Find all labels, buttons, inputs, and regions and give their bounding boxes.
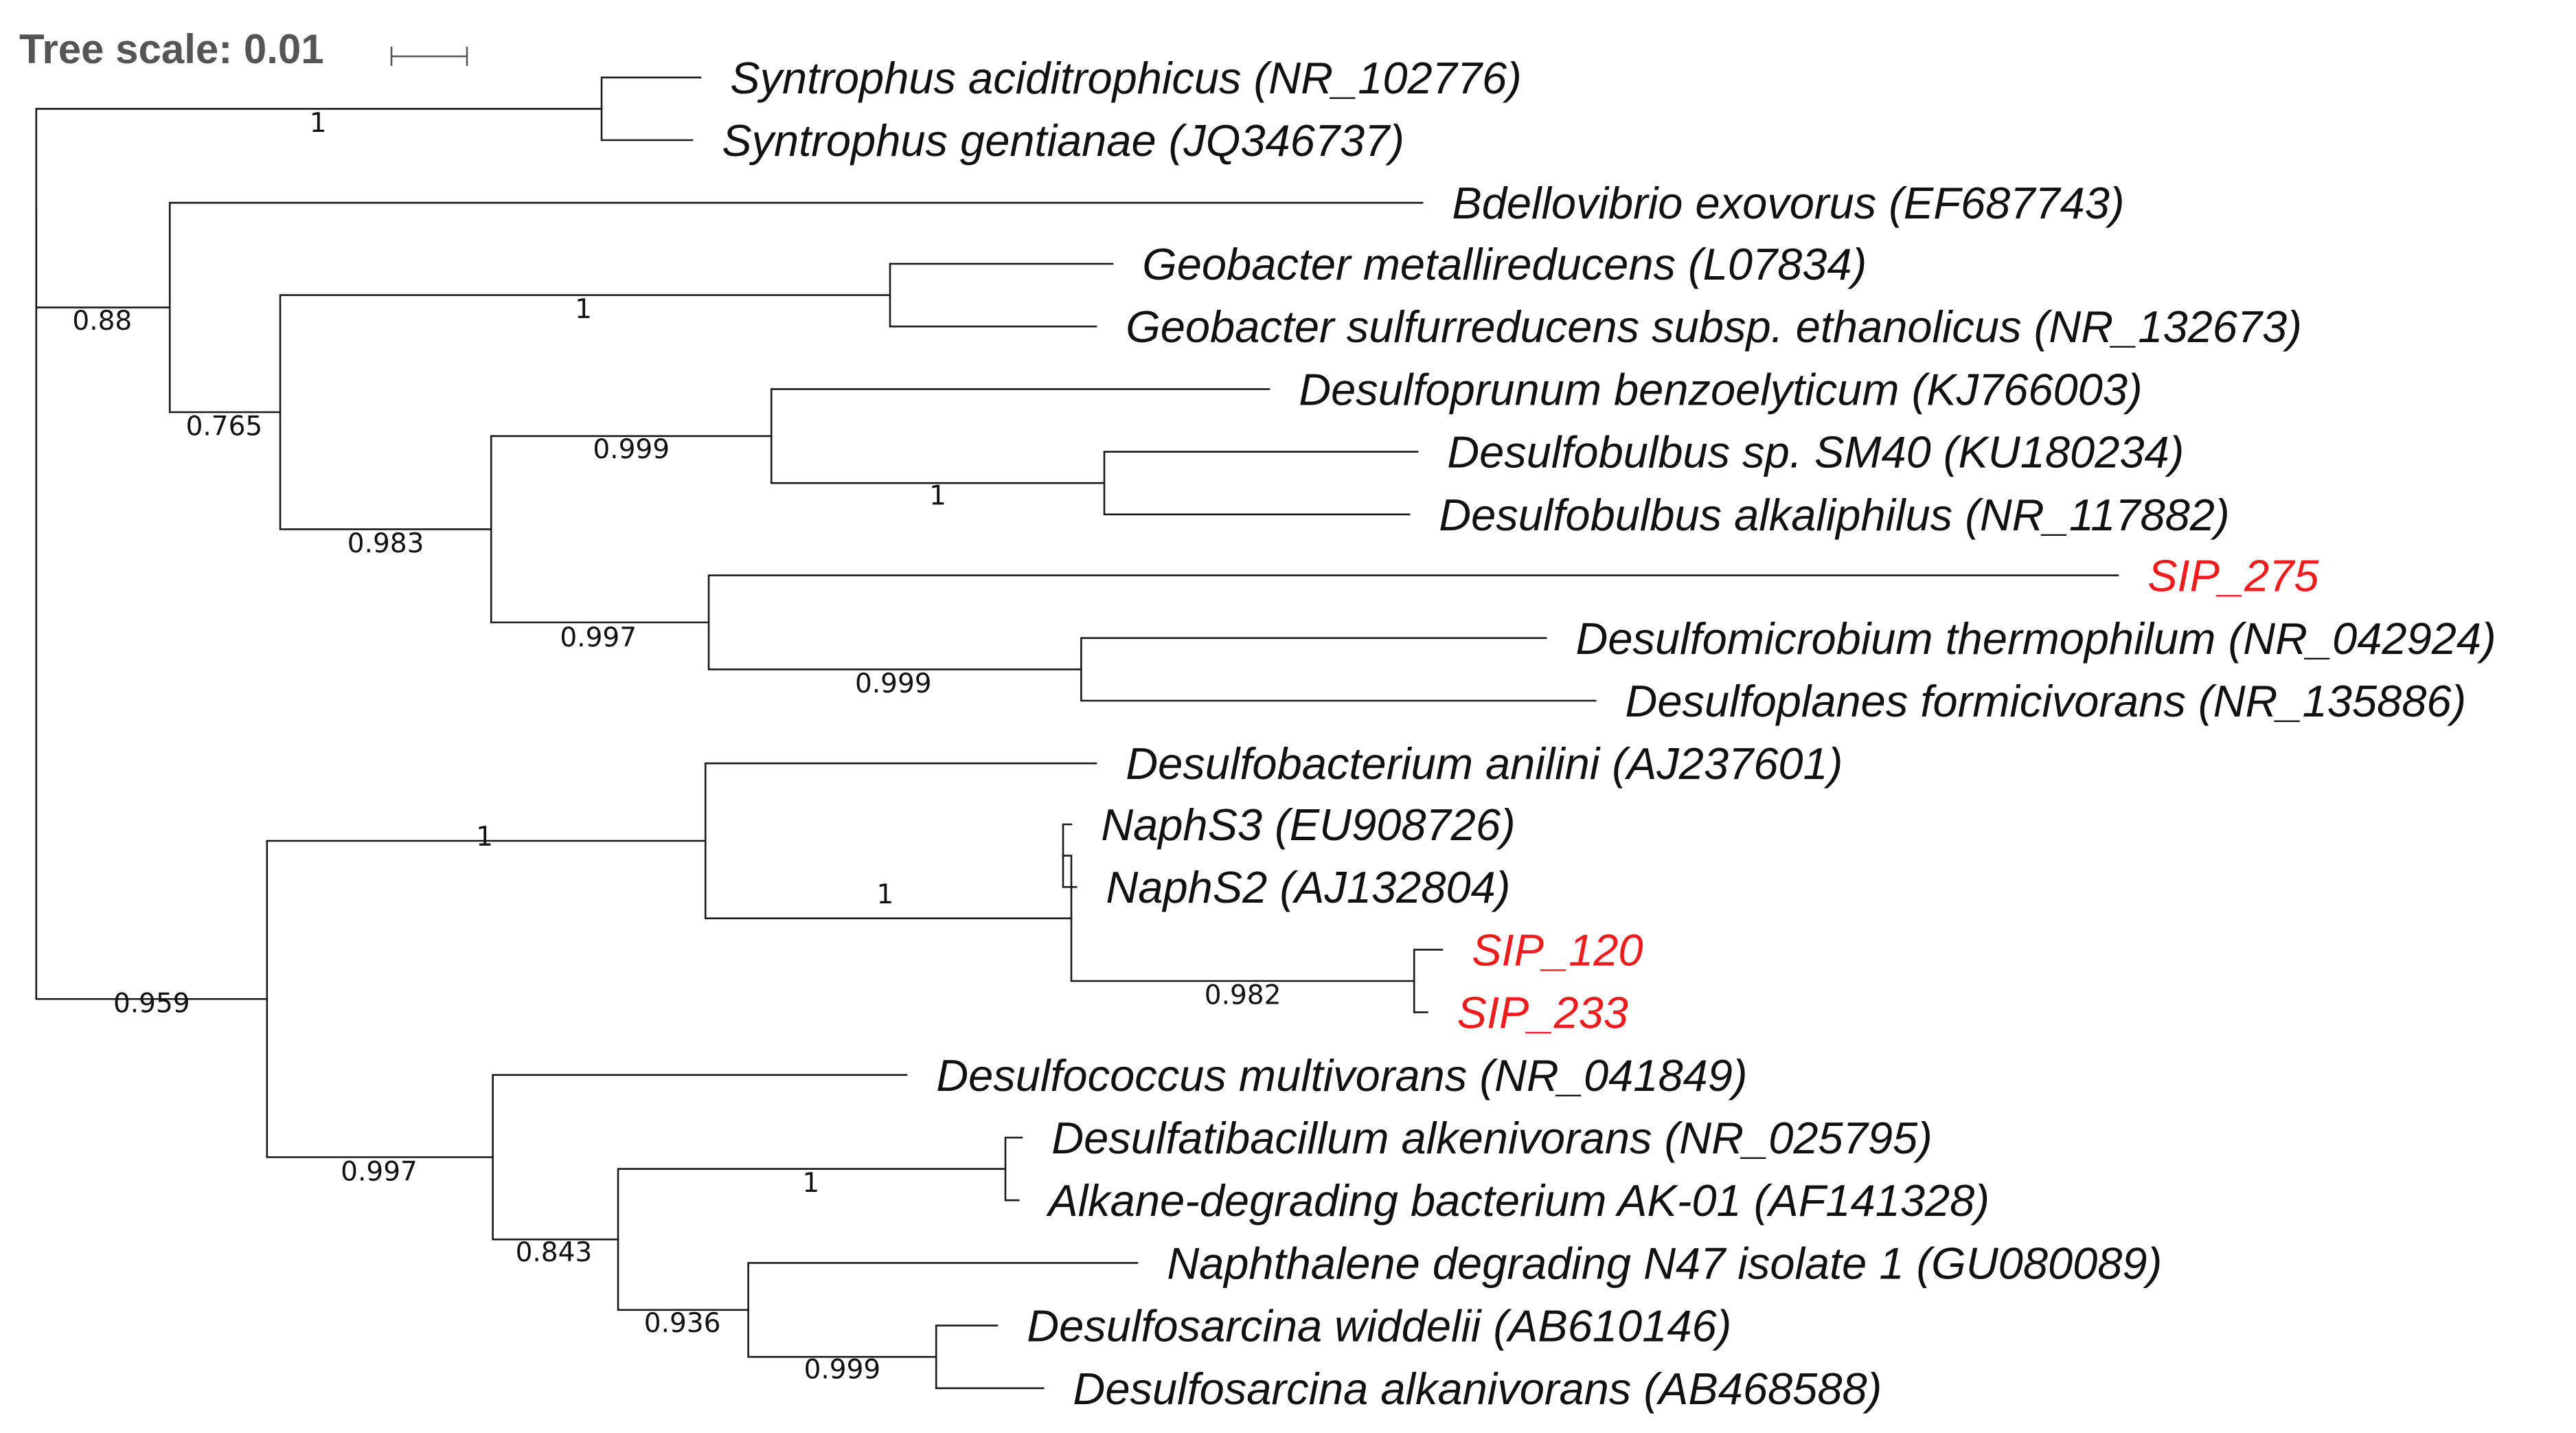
branch-n-root [35, 207, 269, 1000]
leaf-label: Desulfatibacillum alkenivorans (NR_02579… [1051, 1113, 1933, 1163]
leaf-label: Desulfomicrobium thermophilum (NR_042924… [1575, 613, 2496, 664]
branch-n-desulfomicro [1080, 637, 1597, 702]
leaf-label: SIP_120 [1472, 925, 1643, 975]
leaf-label: SIP_233 [1457, 988, 1628, 1038]
branch-n-desulfobact [704, 762, 1097, 920]
support-value: 0.983 [347, 528, 424, 559]
leaf-label: Desulfobulbus sp. SM40 (KU180234) [1447, 427, 2184, 477]
leaf-label: SIP_275 [2147, 551, 2319, 601]
branch-n-sip [1413, 949, 1444, 1013]
branch-n-deltaB [279, 294, 891, 530]
support-value: 0.843 [516, 1237, 593, 1268]
leaf-labels: Syntrophus aciditrophicus (NR_102776) Syn… [722, 53, 2496, 1414]
leaf-label: NaphS3 (EU908726) [1101, 800, 1515, 850]
support-value: 0.88 [72, 306, 132, 337]
support-value: 0.999 [855, 668, 932, 699]
support-value: 1 [802, 1168, 819, 1199]
leaf-label: Syntrophus aciditrophicus (NR_102776) [730, 53, 1522, 103]
support-value: 1 [310, 108, 327, 139]
leaf-label: NaphS2 (AJ132804) [1106, 862, 1510, 912]
branch-n-desulfococcus [492, 1074, 908, 1241]
leaf-label: Desulfobulbus alkaliphilus (NR_117882) [1439, 490, 2229, 540]
branch-n-syntrophus [600, 76, 702, 142]
support-value: 1 [575, 294, 592, 325]
branch-n-geobacter [889, 262, 1114, 328]
support-value: 0.982 [1205, 980, 1281, 1011]
leaf-label: Desulfoplanes formicivorans (NR_135886) [1625, 676, 2466, 726]
support-value: 0.997 [341, 1156, 418, 1187]
branch-n-bottom [266, 839, 707, 1158]
leaf-label: Naphthalene degrading N47 isolate 1 (GU0… [1167, 1238, 2162, 1288]
support-value: 0.999 [804, 1354, 881, 1385]
tree-scale: Tree scale: 0.01 [19, 26, 468, 72]
leaf-label: Alkane-degrading bacterium AK-01 (AF1413… [1045, 1175, 1990, 1226]
support-value: 0.959 [113, 989, 190, 1019]
leaf-label: Desulfosarcina widdelii (AB610146) [1027, 1301, 1731, 1351]
leaf-label: Desulfoprunum benzoelyticum (KJ766003) [1299, 364, 2142, 414]
branch-n-desulfobulbA [770, 388, 1270, 484]
support-values: 1 0.88 1 0.765 0.999 1 0.983 0.997 0.999 1 1 0.982 0… [72, 108, 1281, 1385]
support-value: 1 [876, 879, 893, 910]
leaf-label: Desulfosarcina alkanivorans (AB468588) [1073, 1364, 1882, 1414]
leaf-label: Geobacter metallireducens (L07834) [1142, 239, 1867, 289]
support-value: 1 [476, 822, 493, 853]
branch-n-alkane [1004, 1136, 1023, 1201]
tree-branches [35, 76, 2119, 1390]
tree-scale-bar [390, 47, 468, 66]
branch-n-desulfobulbus [1103, 451, 1419, 516]
support-value: 0.997 [560, 622, 637, 653]
leaf-label: Desulfobacterium anilini (AJ237601) [1126, 738, 1843, 789]
support-value: 0.765 [186, 411, 263, 442]
leaf-label: Bdellovibrio exovorus (EF687743) [1452, 178, 2124, 228]
leaf-label: Desulfococcus multivorans (NR_041849) [936, 1050, 1747, 1101]
leaf-label: Syntrophus gentianae (JQ346737) [722, 115, 1404, 166]
leaf-label: Geobacter sulfurreducens subsp. ethanoli… [1126, 302, 2302, 352]
support-value: 0.936 [644, 1308, 721, 1339]
tree-scale-title: Tree scale: 0.01 [19, 26, 324, 72]
support-value: 0.999 [593, 434, 670, 465]
support-value: 1 [929, 480, 946, 511]
